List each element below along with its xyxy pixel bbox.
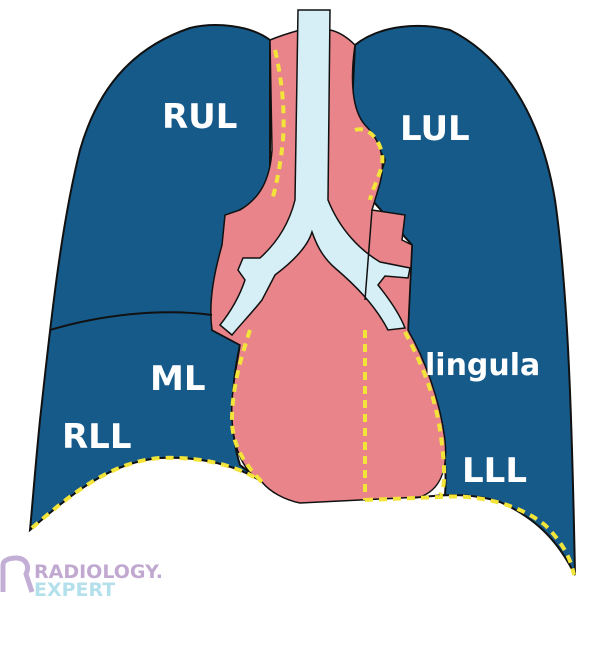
label-rll: RLL — [62, 417, 132, 457]
label-ml: ML — [150, 359, 206, 399]
label-lul: LUL — [400, 109, 470, 149]
diaphragm-right — [30, 455, 264, 530]
mediastinum — [210, 29, 447, 504]
logo-line2: EXPERT — [34, 579, 115, 601]
logo-r-icon — [0, 555, 35, 593]
label-rul: RUL — [162, 97, 237, 137]
left-oblique-line — [364, 209, 373, 301]
logo-line1: RADIOLOGY. — [34, 561, 163, 583]
horizontal-fissure — [49, 311, 213, 331]
label-lingula: lingula — [425, 348, 540, 383]
label-lll: LLL — [462, 451, 527, 491]
trachea-bronchi — [218, 9, 411, 337]
fissure-lingula — [403, 331, 447, 497]
fissure-rul — [270, 49, 286, 201]
radiology-expert-logo: RADIOLOGY. EXPERT — [0, 555, 163, 601]
